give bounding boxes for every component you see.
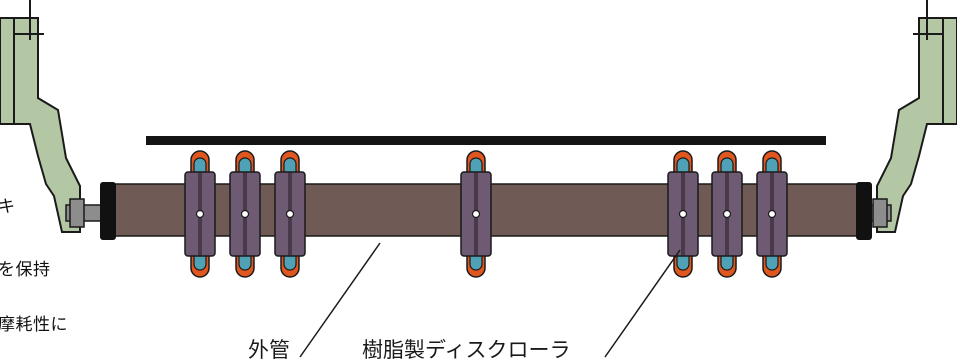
disc-roller-3 [274,150,306,278]
disc-roller-5 [667,150,699,278]
disc-roller-4 [460,150,492,278]
tube-end-left [100,182,116,240]
leader-disc-roller [604,249,681,358]
label-outer-tube: 外管 [248,338,290,362]
left-bracket [0,0,81,233]
right-nut [872,198,888,228]
side-text-line-3: 摩耗性に [0,315,68,335]
top-plate [146,136,826,145]
label-resin-disc-roller: 樹脂製ディスクローラ [362,338,571,362]
disc-roller-7 [756,150,788,278]
left-nut [69,198,85,228]
side-text-line-1: キ [0,197,16,217]
side-text-line-2: を保持 [0,260,51,280]
leader-outer-tube [299,242,381,358]
disc-roller-2 [229,150,261,278]
disc-roller-1 [184,150,216,278]
disc-roller-6 [711,150,743,278]
tube-end-right [856,182,872,240]
right-bracket [876,0,957,233]
